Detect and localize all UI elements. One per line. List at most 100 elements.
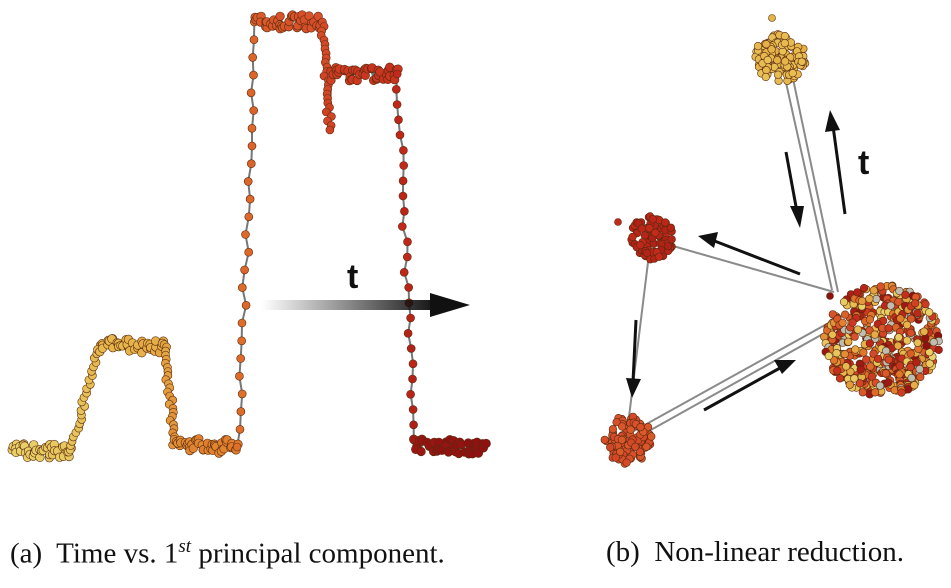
trace-point — [392, 100, 402, 109]
cluster-point — [925, 359, 934, 368]
flow-arrows: t — [626, 110, 869, 412]
cluster-point — [753, 41, 763, 51]
trace-point — [325, 125, 335, 135]
time-arrow-label-b: t — [858, 144, 869, 182]
trace-point — [237, 318, 247, 328]
trace-point — [409, 420, 418, 430]
cluster-point — [833, 366, 842, 376]
trace-point — [416, 446, 426, 457]
trace-point — [391, 85, 401, 94]
cluster-point — [628, 232, 637, 242]
cluster-point — [841, 362, 851, 371]
cluster-point — [622, 458, 631, 467]
cluster-point — [876, 282, 885, 291]
cluster-point — [635, 447, 645, 456]
caption-b-text: Non-linear reduction. — [654, 536, 904, 568]
cluster-point — [780, 31, 790, 41]
trace-point — [408, 374, 417, 384]
cluster-point — [617, 435, 627, 445]
trace-point — [247, 141, 257, 151]
cluster-point — [857, 296, 867, 306]
time-arrow-head — [430, 293, 470, 317]
cluster-point — [762, 66, 771, 75]
panel-a-timeseries: t — [7, 10, 491, 463]
cluster-point — [606, 443, 615, 452]
cluster-point — [612, 418, 621, 427]
caption-a-sup: st — [178, 536, 192, 557]
trace-point — [403, 328, 413, 338]
caption-a-text-after: principal component. — [191, 537, 445, 570]
cluster-point — [884, 324, 893, 333]
cluster-point — [867, 372, 877, 381]
cluster-point — [642, 248, 652, 258]
clusters — [600, 14, 943, 468]
cluster-point — [884, 355, 893, 364]
cluster-point — [640, 231, 649, 240]
cluster-point — [894, 333, 903, 342]
trace-point — [249, 35, 259, 45]
trace-point — [395, 130, 405, 140]
trace-point — [238, 283, 247, 292]
cluster-point — [920, 327, 929, 336]
trace-point — [397, 222, 407, 231]
cluster-point — [894, 297, 903, 307]
cluster-point — [626, 425, 635, 434]
cluster-left-red — [627, 212, 676, 264]
cluster-point — [929, 338, 938, 347]
cluster-point — [912, 358, 921, 367]
flow-arrow-down-left — [626, 319, 641, 398]
cluster-point — [865, 294, 874, 304]
cluster-point — [768, 14, 776, 22]
cluster-point — [761, 72, 770, 82]
cluster-point — [910, 299, 920, 308]
cluster-point — [642, 442, 651, 451]
cluster-point — [869, 286, 878, 295]
cluster-point — [915, 365, 924, 374]
cluster-point — [913, 309, 922, 318]
cluster-top — [751, 30, 810, 85]
trace-points — [7, 10, 491, 463]
trace-point — [232, 442, 242, 452]
cluster-point — [839, 297, 849, 307]
trace-point — [241, 300, 251, 310]
cluster-point — [826, 292, 834, 300]
trace-point — [398, 191, 408, 201]
cluster-point — [667, 235, 676, 244]
cluster-point — [651, 228, 660, 237]
flow-arrow-left — [698, 232, 801, 276]
cluster-point — [832, 349, 841, 358]
trace-point — [241, 230, 250, 239]
cluster-point — [916, 372, 925, 382]
trace-point — [399, 146, 408, 155]
trace-point — [247, 124, 257, 133]
trace-point — [406, 389, 415, 399]
trace-point — [246, 88, 256, 98]
cluster-point — [906, 363, 915, 372]
trace-point — [402, 252, 412, 262]
trace-point — [245, 194, 255, 204]
cluster-point — [654, 252, 664, 261]
cluster-point — [901, 290, 910, 299]
cluster-point — [645, 224, 654, 233]
cluster-point — [851, 345, 860, 354]
cluster-point — [611, 453, 620, 462]
cluster-point — [884, 378, 893, 387]
cluster-point — [788, 68, 797, 78]
cluster-point — [875, 381, 885, 390]
cluster-point — [767, 45, 776, 54]
trace-point — [392, 69, 402, 79]
trace-point — [236, 354, 245, 363]
cluster-point — [895, 370, 904, 379]
cluster-point — [850, 332, 859, 341]
cluster-bottom — [600, 412, 656, 468]
trace-point — [244, 247, 253, 257]
cluster-point — [893, 341, 903, 350]
cluster-point — [828, 330, 837, 339]
cluster-point — [907, 373, 916, 383]
flow-arrow-up — [825, 110, 847, 215]
cluster-point — [824, 351, 833, 361]
cluster-point — [934, 345, 943, 355]
cluster-point — [895, 361, 904, 370]
cluster-point — [845, 380, 854, 389]
